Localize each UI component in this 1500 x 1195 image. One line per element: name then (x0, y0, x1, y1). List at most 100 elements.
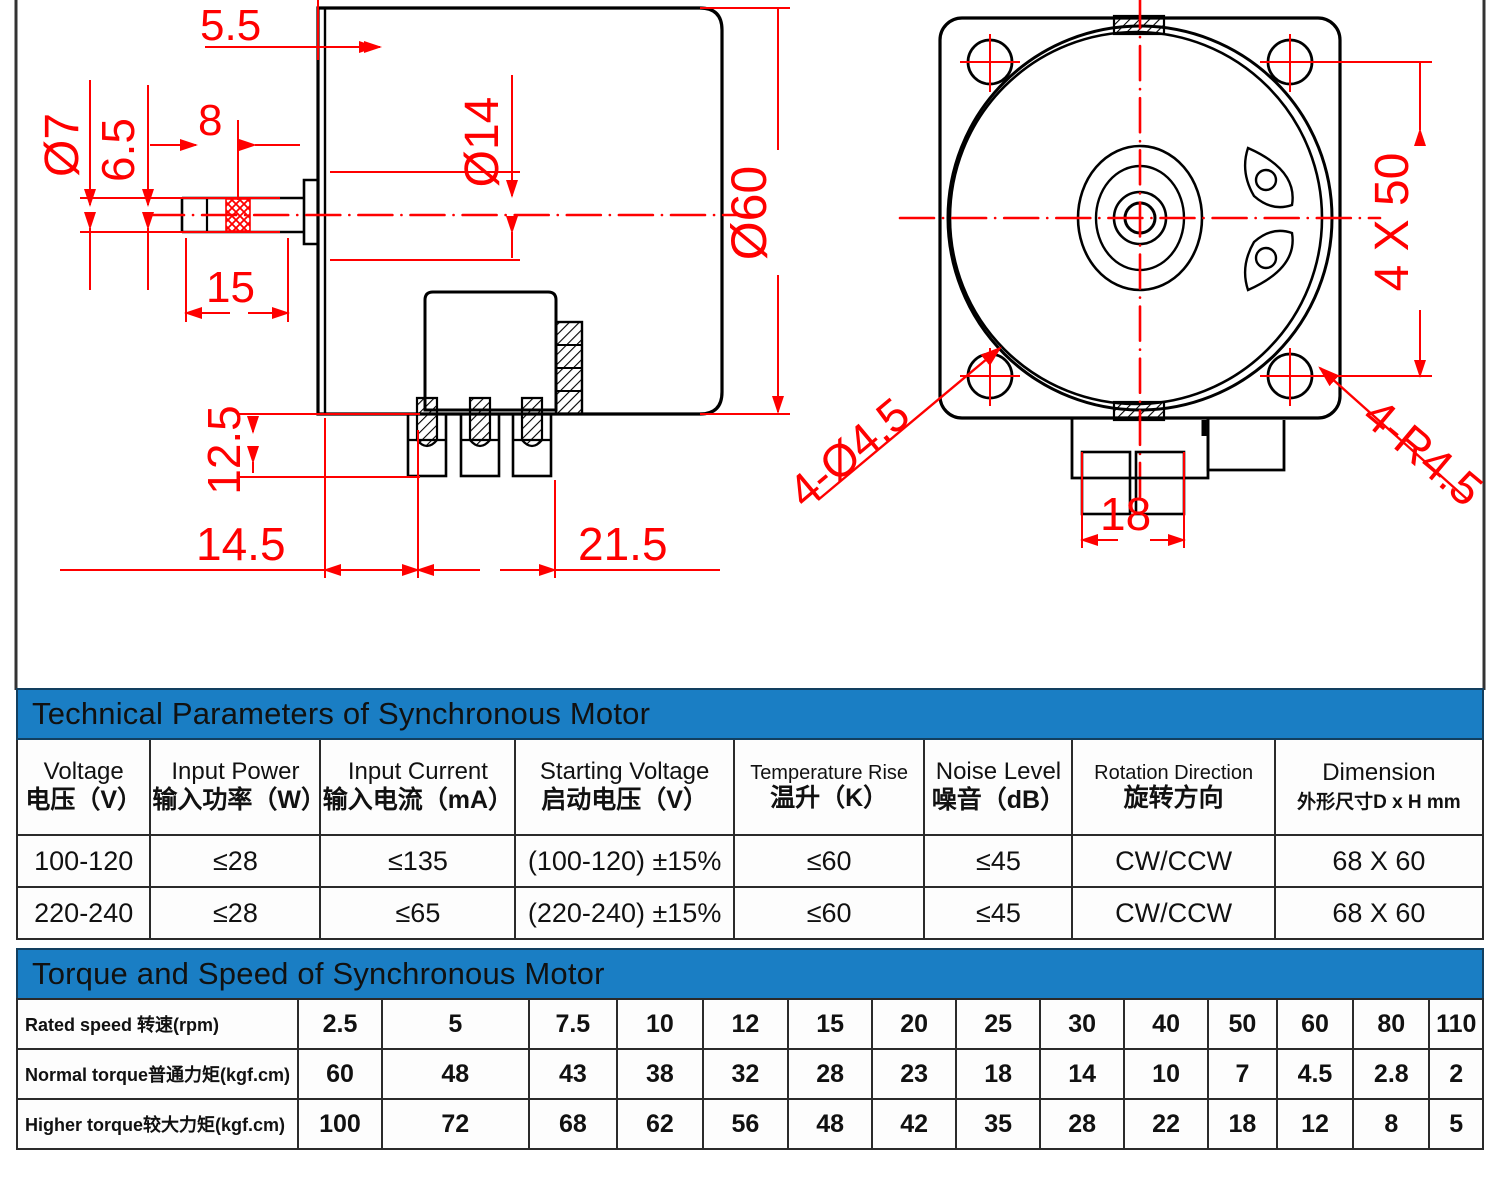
speed-value: 7.5 (527, 998, 619, 1050)
speed-value: 110 (1428, 998, 1484, 1050)
normal-torque-value: 2 (1428, 1048, 1484, 1100)
dim-label-15: 15 (206, 263, 255, 312)
normal-torque-value: 23 (871, 1048, 958, 1100)
normal-torque-value: 43 (527, 1048, 619, 1100)
shaft-boss (302, 178, 320, 246)
higher-torque-value: 28 (1039, 1098, 1126, 1150)
col-header-voltage-en: Voltage (43, 758, 124, 786)
dim-label-dia60: Ø60 (721, 166, 777, 261)
col-header-dimension-cn: 外形尺寸D x H mm (1297, 791, 1461, 813)
col-header-rotation-direction-en: Rotation Direction (1094, 761, 1254, 784)
torque-banner-row: Torque and Speed of Synchronous Motor (16, 948, 1484, 1000)
higher-torque-value: 35 (955, 1098, 1042, 1150)
normal-torque-value: 18 (955, 1048, 1042, 1100)
speed-value: 25 (955, 998, 1042, 1050)
higher-torque-value: 100 (296, 1098, 383, 1150)
higher-torque-value: 56 (701, 1098, 790, 1150)
higher-torque-value: 12 (1275, 1098, 1355, 1150)
col-header-input-power-en: Input Power (171, 758, 300, 786)
normal-torque-value: 60 (296, 1048, 383, 1100)
cell-temperature-rise-row1: ≤60 (732, 834, 926, 888)
cell-rotation-direction-row2: CW/CCW (1071, 886, 1276, 940)
col-header-input-current: Input Current 输入电流（mA） (319, 738, 517, 836)
cell-input-current-row2: ≤65 (319, 886, 517, 940)
col-header-starting-voltage-en: Starting Voltage (539, 758, 710, 786)
torque-banner-table: Torque and Speed of Synchronous Motor (16, 948, 1484, 1000)
dim-label-14point5: 14.5 (196, 518, 286, 570)
col-header-temperature-rise-cn: 温升（K） (770, 783, 889, 812)
cell-dimension-row1: 68 X 60 (1273, 834, 1485, 888)
col-header-starting-voltage: Starting Voltage 启动电压（V） (514, 738, 735, 836)
cell-noise-level-row2: ≤45 (923, 886, 1074, 940)
cell-starting-voltage-row2: (220-240) ±15% (514, 886, 735, 940)
col-header-temperature-rise-en: Temperature Rise (750, 761, 909, 784)
screw-bosses (1243, 146, 1294, 292)
dim-label-dia7: Ø7 (36, 113, 89, 177)
normal-torque-value: 48 (380, 1048, 530, 1100)
tech-banner: Technical Parameters of Synchronous Moto… (16, 688, 1484, 740)
col-header-rotation-direction: Rotation Direction 旋转方向 (1071, 738, 1276, 836)
torque-speed-table: Torque and Speed of Synchronous Motor Ra… (16, 948, 1484, 1150)
normal-torque-value: 28 (787, 1048, 874, 1100)
speed-value: 2.5 (296, 998, 383, 1050)
table-row: 100-120 ≤28 ≤135 (100-120) ±15% ≤60 ≤45 … (15, 834, 1485, 888)
speed-value: 12 (701, 998, 790, 1050)
col-header-dimension: Dimension 外形尺寸D x H mm (1273, 738, 1485, 836)
dim-label-5point5: 5.5 (200, 1, 261, 50)
dim-5point5: 5.5 (200, 0, 382, 60)
terminal-housing (423, 290, 558, 412)
col-header-voltage: Voltage 电压（V） (15, 738, 152, 836)
dim-terminal-offsets: 14.5 21.5 (60, 418, 720, 578)
table-row: 220-240 ≤28 ≤65 (220-240) ±15% ≤60 ≤45 C… (15, 886, 1485, 940)
col-header-rotation-direction-cn: 旋转方向 (1123, 783, 1224, 812)
torque-row-speed: Rated speed 转速(rpm) 2.5 5 7.5 10 12 15 2… (16, 998, 1484, 1050)
dim-dia14: Ø14 (330, 75, 520, 261)
spec-table: Technical Parameters of Synchronous Moto… (15, 688, 1485, 940)
row-label-normal-torque: Normal torque普通力矩(kgf.cm) (16, 1048, 299, 1100)
normal-torque-value: 14 (1039, 1048, 1126, 1100)
col-header-noise-level-en: Noise Level (935, 758, 1062, 786)
torque-row-higher: Higher torque较大力矩(kgf.cm) 100 72 68 62 5… (16, 1098, 1484, 1150)
dim-label-dia14: Ø14 (456, 97, 509, 188)
tech-header-row: Voltage 电压（V） Input Power 输入功率（W） Input … (15, 738, 1485, 836)
cell-input-power-row1: ≤28 (149, 834, 322, 888)
dim-label-12point5: 12.5 (198, 405, 250, 495)
col-header-input-current-cn: 输入电流（mA） (322, 785, 514, 814)
dim-15: 15 (184, 238, 290, 322)
normal-torque-value: 10 (1123, 1048, 1210, 1100)
drawing-canvas: 5.5 Ø7 6.5 (14, 0, 1493, 690)
dim-label-4-r4point5: 4-R4.5 (1354, 388, 1493, 517)
torque-banner: Torque and Speed of Synchronous Motor (16, 948, 1484, 1000)
cell-noise-level-row1: ≤45 (923, 834, 1074, 888)
dim-4x50: 4 X 50 (1300, 61, 1432, 378)
col-header-temperature-rise: Temperature Rise 温升（K） (732, 738, 926, 836)
dimension-drawing: 5.5 Ø7 6.5 (14, 0, 1493, 690)
normal-torque-value: 7 (1207, 1048, 1278, 1100)
normal-torque-value: 2.8 (1352, 1048, 1431, 1100)
cell-starting-voltage-row1: (100-120) ±15% (514, 834, 735, 888)
cell-voltage-row2: 220-240 (15, 886, 152, 940)
terminal-block (406, 290, 612, 478)
higher-torque-value: 42 (871, 1098, 958, 1150)
cell-temperature-rise-row2: ≤60 (732, 886, 926, 940)
speed-value: 40 (1123, 998, 1210, 1050)
dim-dia7: Ø7 (36, 80, 280, 290)
normal-torque-value: 38 (616, 1048, 704, 1100)
motor-body-outline (316, 6, 724, 416)
dim-6point5: 6.5 (92, 85, 154, 290)
dim-label-8: 8 (198, 96, 222, 145)
higher-torque-value: 72 (380, 1098, 530, 1150)
speed-value: 60 (1275, 998, 1355, 1050)
col-header-starting-voltage-cn: 启动电压（V） (541, 785, 708, 814)
higher-torque-value: 18 (1207, 1098, 1278, 1150)
higher-torque-value: 48 (787, 1098, 874, 1150)
col-header-input-power-cn: 输入功率（W） (152, 785, 326, 814)
torque-data-table: Rated speed 转速(rpm) 2.5 5 7.5 10 12 15 2… (16, 998, 1484, 1150)
speed-value: 15 (787, 998, 874, 1050)
dim-8: 8 (150, 96, 300, 200)
col-header-voltage-cn: 电压（V） (25, 785, 143, 814)
higher-torque-value: 5 (1428, 1098, 1484, 1150)
dim-18: 18 (1080, 452, 1186, 548)
higher-torque-value: 62 (616, 1098, 704, 1150)
